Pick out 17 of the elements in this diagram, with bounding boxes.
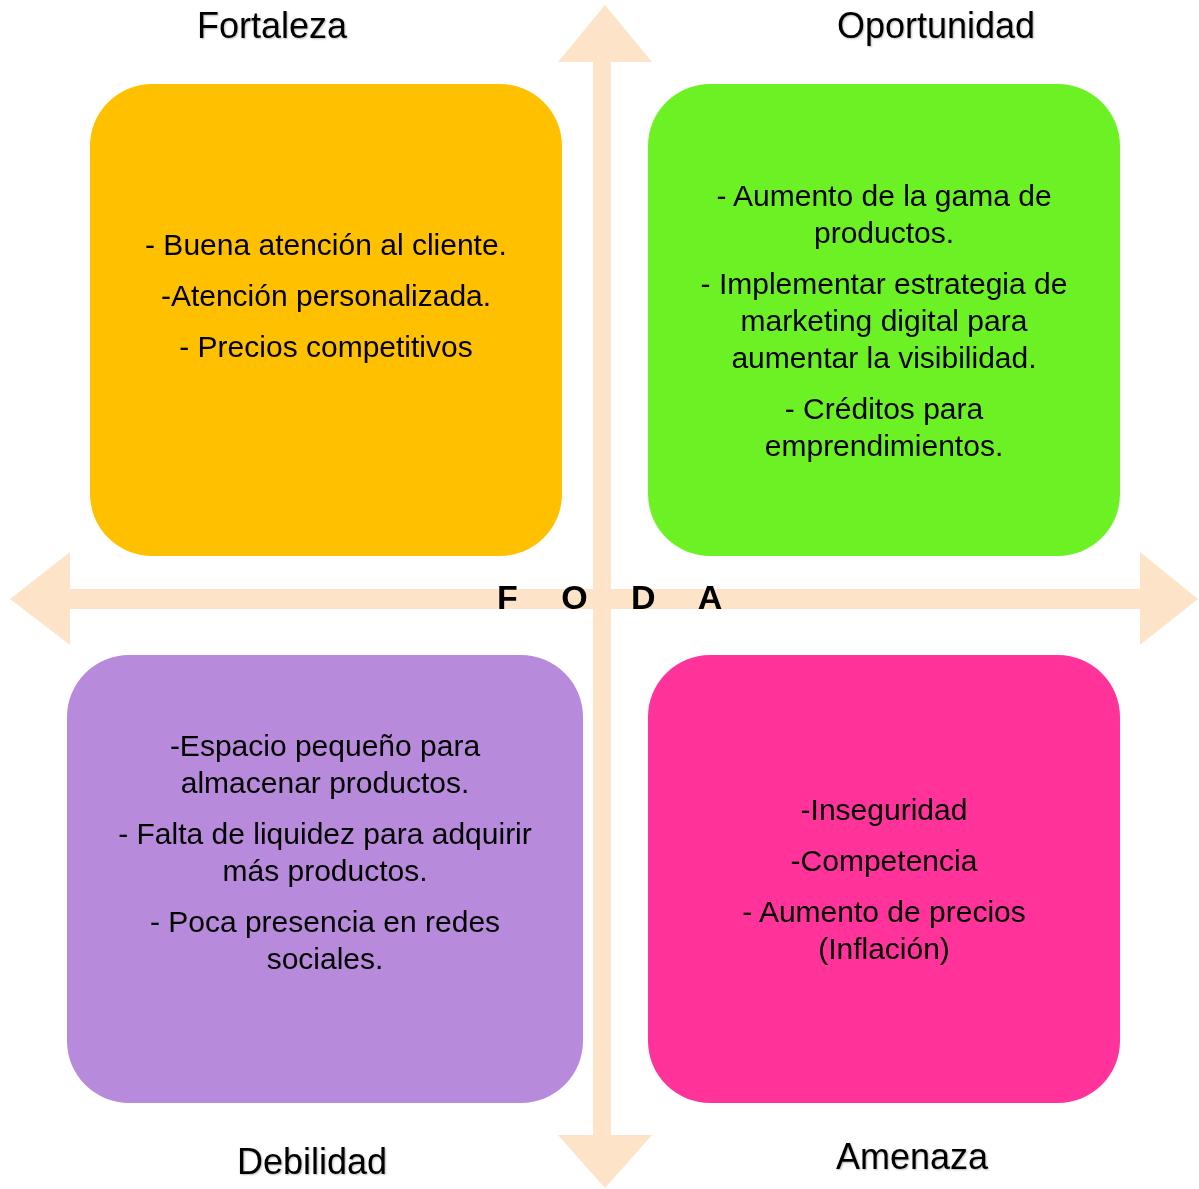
center-label: F O D A <box>497 578 723 617</box>
list-item: - Poca presencia en redes sociales. <box>148 904 502 977</box>
list-item: - Buena atención al cliente. <box>145 226 507 263</box>
list-item: - Créditos para emprendimientos. <box>763 390 1005 464</box>
list-item: - Aumento de precios (Inflación) <box>741 894 1027 967</box>
list-item: -Atención personalizada. <box>160 277 492 314</box>
list-item: -Inseguridad <box>800 792 968 828</box>
list-item: -Espacio pequeño para almacenar productos. <box>168 728 482 801</box>
quadrant-heading: Amenaza <box>835 1136 989 1178</box>
list-item: - Precios competitivos <box>179 328 473 365</box>
list-item: - Implementar estrategia de marketing digital para aumentar la visibilidad. <box>699 265 1069 376</box>
list-item: - Falta de liquidez para adquirir más productos. <box>117 816 533 889</box>
quadrant-heading: Oportunidad <box>836 5 1036 47</box>
quadrant-heading: Debilidad <box>236 1141 388 1183</box>
list-item: - Aumento de la gama de productos. <box>715 177 1053 251</box>
list-item: -Competencia <box>790 843 978 879</box>
quadrant-heading: Fortaleza <box>196 5 348 47</box>
